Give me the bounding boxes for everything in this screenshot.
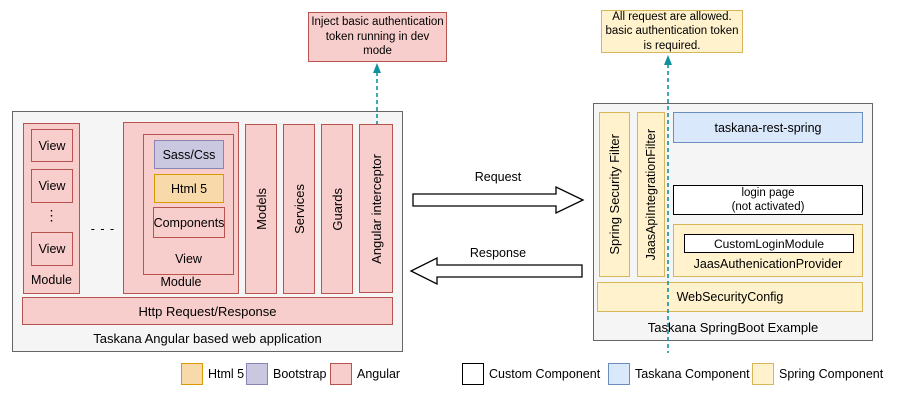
guards-bar: Guards [321,124,353,294]
inject-token-arrowhead [373,63,381,73]
sass-css-label: Sass/Css [162,147,216,162]
module2-view-label: View [175,252,202,266]
services-label: Services [291,184,307,234]
modules-ellipsis: - - - [90,222,116,236]
web-security-config-box: WebSecurityConfig [597,282,863,312]
legend-label: Taskana Component [635,367,750,381]
angular-interceptor-label: Angular interceptor [368,153,384,264]
taskana-rest-spring-label: taskana-rest-spring [714,120,822,135]
annotation-all-requests: All request are allowed. basic authentic… [601,10,743,53]
view-label: View [38,179,66,193]
all-requests-arrowhead [664,55,672,65]
custom-login-module-label: CustomLoginModule [713,236,825,251]
annotation-all-requests-text: All request are allowed. basic authentic… [605,10,739,52]
module2-label: Module [160,275,202,289]
module1-view-3: View [31,232,73,266]
view-label: View [38,138,66,153]
legend-label: Html 5 [208,367,245,381]
request-arrow [412,185,585,215]
jaas-authentication-provider-label: JaasAuthenicationProvider [693,257,843,271]
login-page-line1: login page [741,186,795,199]
html5-box: Html 5 [154,174,224,203]
response-label: Response [469,246,527,260]
module1-view-1: View [31,129,73,162]
jaas-api-integration-filter-label: JaasApiIntegrationFilter [644,128,658,261]
angular-interceptor-bar: Angular interceptor [359,124,393,293]
spring-security-filter-label: Spring Security Filter [607,134,622,255]
spring-component-swatch [752,363,774,385]
module1-label: Module [31,273,72,287]
request-label: Request [474,170,522,184]
http-request-response-bar: Http Request/Response [22,297,393,325]
legend-item-taskana-component: Taskana Component [608,363,750,385]
models-label: Models [253,188,269,230]
services-bar: Services [283,124,315,294]
module2: Sass/Css Html 5 Components View Module [123,122,239,294]
legend-label: Angular [357,367,401,381]
module1: View View ⋮ View Module [23,123,80,294]
taskana-component-swatch [608,363,630,385]
components-label: Components [153,215,225,230]
response-arrow [409,256,583,286]
annotation-inject-token: Inject basic authentication token runnin… [308,12,447,62]
html5-swatch [181,363,203,385]
taskana-rest-spring-box: taskana-rest-spring [673,112,863,143]
legend-label: Bootstrap [273,367,327,381]
login-page-box: login page (not activated) [673,185,863,215]
guards-label: Guards [329,187,345,231]
legend-label: Spring Component [779,367,884,381]
module2-view: Sass/Css Html 5 Components View [143,134,234,275]
module1-view-2: View [31,169,73,203]
view-label: View [38,242,66,256]
legend-item-html5: Html 5 [181,363,244,385]
html5-label: Html 5 [170,181,208,196]
web-security-config-label: WebSecurityConfig [676,290,784,304]
legend-item-custom-component: Custom Component [462,363,600,385]
legend-label: Custom Component [489,367,601,381]
models-bar: Models [245,124,277,294]
springboot-title: Taskana SpringBoot Example [647,320,819,335]
custom-login-module-box: CustomLoginModule [684,234,854,253]
sass-css-box: Sass/Css [154,140,224,169]
vertical-ellipsis: ⋮ [44,207,59,223]
components-box: Components [153,207,225,238]
legend-item-bootstrap: Bootstrap [246,363,327,385]
jaas-api-integration-filter-bar: JaasApiIntegrationFilter [637,112,665,277]
annotation-inject-token-text: Inject basic authentication token runnin… [311,16,444,58]
spring-security-filter-bar: Spring Security Filter [599,112,630,277]
angular-app-title: Taskana Angular based web application [93,331,322,346]
http-bar-label: Http Request/Response [138,303,277,319]
bootstrap-swatch [246,363,268,385]
angular-swatch [330,363,352,385]
legend-item-spring-component: Spring Component [752,363,883,385]
jaas-authentication-provider-box: CustomLoginModule JaasAuthenicationProvi… [673,224,863,277]
legend-item-angular: Angular [330,363,400,385]
custom-component-swatch [462,363,484,385]
login-page-line2: (not activated) [731,201,805,213]
